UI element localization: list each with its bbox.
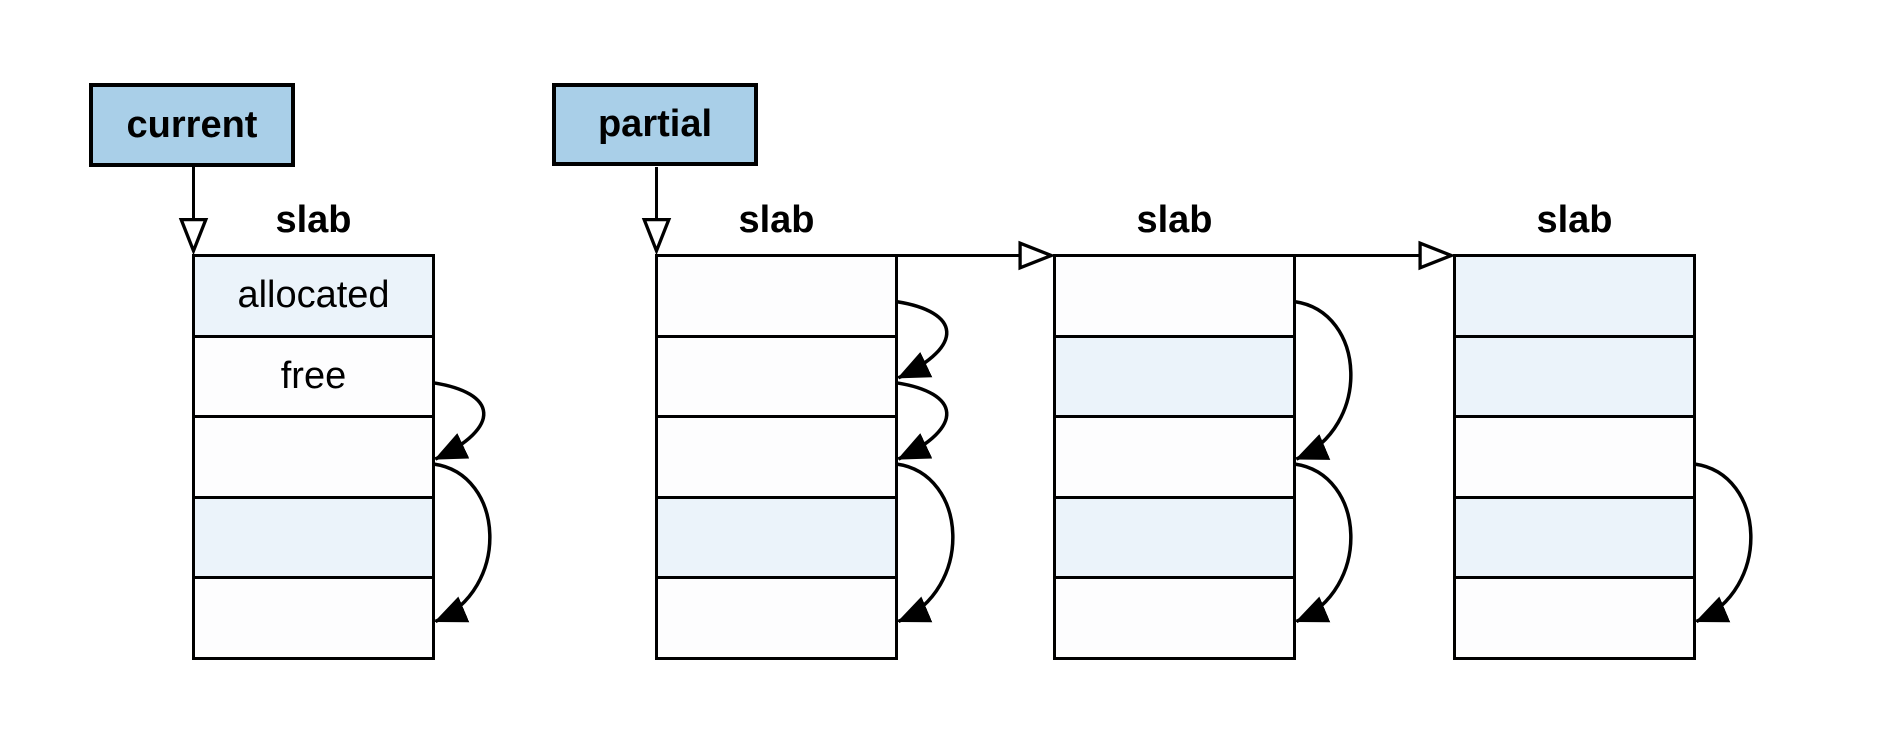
slab-cell xyxy=(1056,334,1293,416)
slab-cell xyxy=(1456,495,1693,577)
slab-cell xyxy=(1056,576,1293,657)
slab-cell xyxy=(1456,257,1693,335)
slab-cell: free xyxy=(195,334,432,416)
cell-label: free xyxy=(280,354,347,397)
slab-partial-2 xyxy=(1053,254,1296,660)
slab-title-partial-2: slab xyxy=(1136,199,1213,241)
slab-cell xyxy=(195,576,432,657)
free-list-arrow xyxy=(1294,299,1353,461)
slab-cell xyxy=(195,495,432,577)
slab-cell xyxy=(658,334,895,416)
slab-cell xyxy=(1456,334,1693,416)
slab-cell xyxy=(658,495,895,577)
slab-cell xyxy=(1056,257,1293,335)
free-list-arrow xyxy=(1694,462,1753,624)
free-list-arrow xyxy=(896,299,949,380)
free-list-arrow xyxy=(433,381,486,461)
slab-cell xyxy=(1056,495,1293,577)
slab-cell xyxy=(658,576,895,657)
pointer-box-current: current xyxy=(89,83,295,167)
slab-partial-3 xyxy=(1453,254,1696,660)
slab-title-current: slab xyxy=(275,199,352,241)
slab-partial-1 xyxy=(655,254,898,660)
pointer-label-current: current xyxy=(126,103,258,146)
slab-cell xyxy=(1056,415,1293,496)
slab-cell: allocated xyxy=(195,257,432,335)
slab-cell xyxy=(195,415,432,496)
free-list-arrow xyxy=(896,381,949,461)
free-list-arrow xyxy=(896,462,955,624)
free-list-arrow xyxy=(1294,462,1353,624)
slab-title-partial-1: slab xyxy=(738,199,815,241)
cell-label: allocated xyxy=(237,274,390,317)
pointer-label-partial: partial xyxy=(597,103,713,145)
slab-current: allocated free xyxy=(192,254,435,660)
slab-cell xyxy=(658,415,895,496)
slab-title-partial-3: slab xyxy=(1536,199,1613,241)
slab-cell xyxy=(1456,576,1693,657)
free-list-arrow xyxy=(433,462,492,624)
slab-cell xyxy=(658,257,895,335)
slab-cell xyxy=(1456,415,1693,496)
pointer-box-partial: partial xyxy=(552,83,758,166)
